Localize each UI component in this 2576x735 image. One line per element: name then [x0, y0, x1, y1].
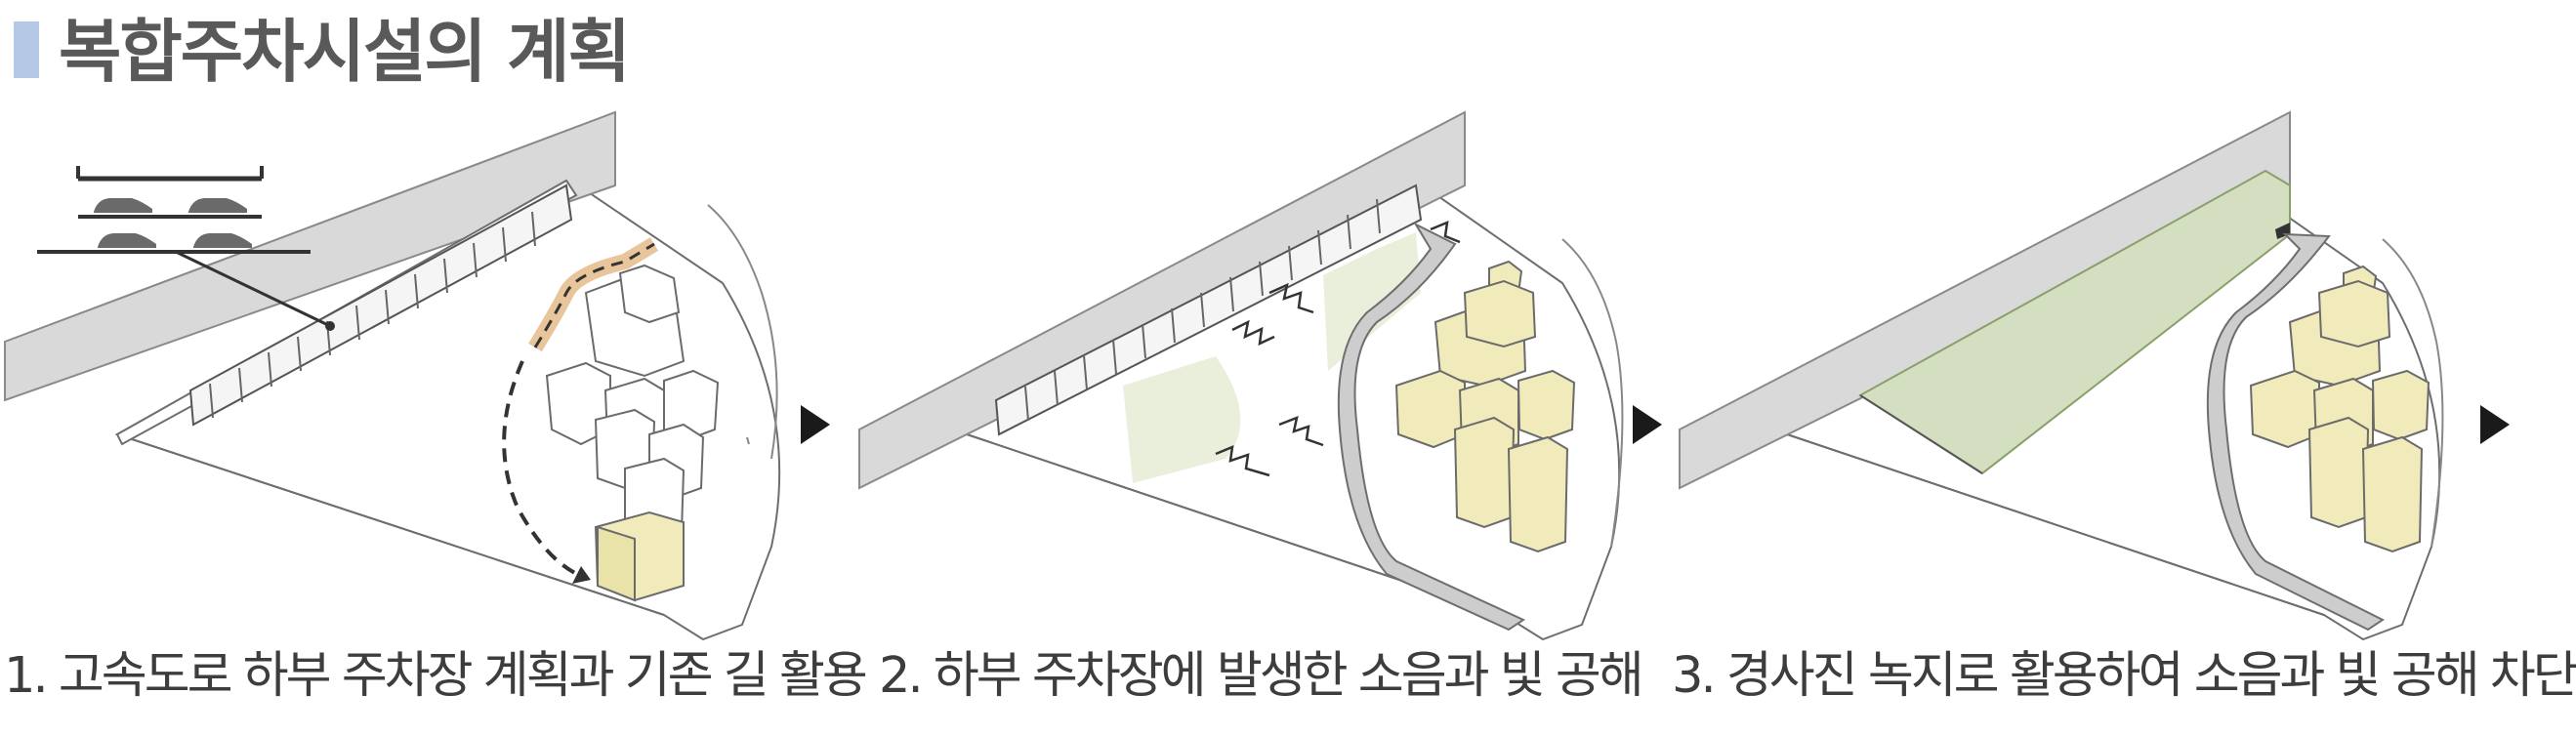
new-parking-building [594, 510, 685, 602]
light-pollution-zone [1123, 356, 1241, 483]
play-arrow-icon [801, 405, 830, 444]
route-arrow [502, 360, 582, 578]
residential-buildings [1394, 260, 1576, 553]
page-title: 복합주차시설의 계획 [59, 12, 631, 92]
light-pollution-zone [1323, 232, 1421, 371]
panel-2-caption: 2. 하부 주차장에 발생한 소음과 빛 공해 [879, 647, 1644, 705]
panel-1-diagram [4, 110, 781, 641]
play-arrow-icon [2480, 405, 2510, 444]
panel-1-caption: 1. 고속도로 하부 주차장 계획과 기존 길 활용 [4, 647, 868, 705]
under-highway-parking [994, 184, 1423, 436]
noise-zigzag-icon [1215, 221, 1461, 477]
panel-3-caption: 3. 경사진 녹지로 활용하여 소음과 빛 공해 차단 [1672, 647, 2576, 705]
road [1337, 222, 1526, 632]
panel-2-diagram [858, 110, 1624, 641]
panel-3-diagram [1679, 110, 2444, 641]
residential-buildings [2249, 265, 2431, 553]
play-arrow-icon [1633, 405, 1662, 444]
leader-line [175, 250, 331, 328]
existing-buildings [545, 264, 720, 544]
diagram-canvas [4, 110, 2510, 641]
highway-deck [4, 110, 616, 402]
car-icon [94, 198, 252, 248]
title-accent-bar [14, 21, 39, 78]
under-highway-parking [188, 184, 573, 427]
road [2206, 232, 2385, 632]
